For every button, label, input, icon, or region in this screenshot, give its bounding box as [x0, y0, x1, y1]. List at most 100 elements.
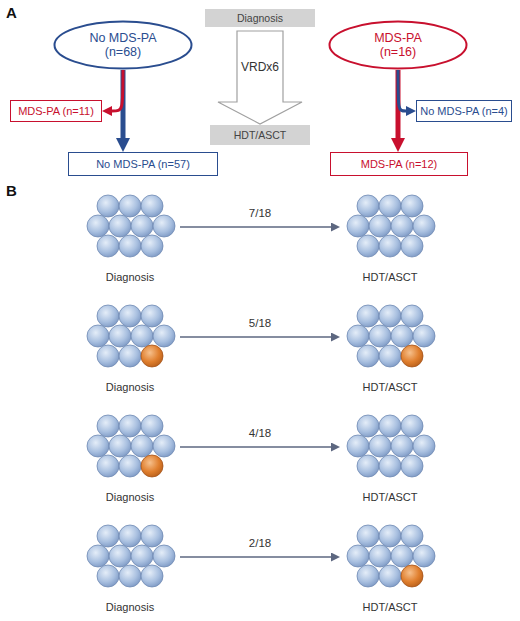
cell-cluster: HDT/ASCT	[340, 412, 440, 504]
cell	[401, 565, 423, 587]
cell	[131, 215, 153, 237]
flow-arrow	[398, 70, 406, 111]
cell	[357, 345, 379, 367]
cell	[357, 305, 379, 327]
cell	[391, 325, 413, 347]
cell-cluster: HDT/ASCT	[340, 522, 440, 614]
cell	[379, 235, 401, 257]
cell	[119, 525, 141, 547]
cell-cluster: Diagnosis	[80, 302, 180, 394]
flow-arrow	[180, 226, 331, 227]
cell	[379, 565, 401, 587]
cell	[401, 305, 423, 327]
cell	[131, 435, 153, 457]
cell-cluster: Diagnosis	[80, 522, 180, 614]
cell	[347, 215, 369, 237]
edge-label: 4/18	[249, 427, 271, 439]
cell	[97, 415, 119, 437]
cell	[109, 215, 131, 237]
cell	[141, 345, 163, 367]
cell	[97, 525, 119, 547]
cell	[153, 435, 175, 457]
node-text: No MDS-PA (n=4)	[420, 105, 508, 118]
panel-letter: A	[6, 4, 17, 21]
stage-label: Diagnosis	[106, 491, 154, 504]
cell	[379, 455, 401, 477]
stage-label: HDT/ASCT	[363, 271, 418, 284]
cell	[357, 455, 379, 477]
cell	[347, 545, 369, 567]
ellipse-shape	[55, 22, 192, 69]
cell	[379, 195, 401, 217]
cell	[141, 305, 163, 327]
cell	[401, 235, 423, 257]
flow-arrow	[112, 70, 123, 111]
cell-illustration	[340, 192, 440, 260]
stage-label: HDT/ASCT	[363, 601, 418, 614]
cell	[141, 235, 163, 257]
cell	[97, 235, 119, 257]
cell	[141, 195, 163, 217]
treatment-arrow	[218, 31, 302, 124]
group-ellipse: MDS-PA (n=16)	[328, 20, 468, 70]
cell	[401, 525, 423, 547]
cell-cluster: HDT/ASCT	[340, 192, 440, 284]
cell	[369, 545, 391, 567]
cell	[379, 305, 401, 327]
cell	[119, 235, 141, 257]
cell-cluster: Diagnosis	[80, 192, 180, 284]
cell	[131, 545, 153, 567]
cell	[97, 345, 119, 367]
cell	[109, 325, 131, 347]
node-text: No MDS-PA (n=68)	[83, 31, 163, 60]
cell	[97, 455, 119, 477]
group-ellipse: No MDS-PA (n=68)	[53, 20, 193, 70]
cell	[357, 235, 379, 257]
node-text: Diagnosis	[237, 12, 283, 24]
cell	[413, 325, 435, 347]
stage-label: Diagnosis	[106, 601, 154, 614]
cell	[391, 435, 413, 457]
cell	[401, 195, 423, 217]
cell	[369, 215, 391, 237]
node-text: MDS-PA (n=16)	[358, 31, 438, 60]
edge-label: VRDx6	[241, 60, 279, 74]
cell	[119, 455, 141, 477]
cell	[153, 215, 175, 237]
cell	[87, 545, 109, 567]
stage-label: HDT/ASCT	[363, 381, 418, 394]
outcome-box: MDS-PA (n=12)	[330, 152, 468, 176]
cell	[347, 435, 369, 457]
cell-illustration	[80, 412, 180, 480]
cell	[97, 565, 119, 587]
cell-illustration	[80, 302, 180, 370]
cell	[109, 545, 131, 567]
cell	[379, 415, 401, 437]
ellipse-shape	[330, 22, 467, 69]
cell	[413, 435, 435, 457]
outcome-box: No MDS-PA (n=4)	[416, 100, 512, 122]
cell-cluster: HDT/ASCT	[340, 302, 440, 394]
cell	[401, 345, 423, 367]
edge-label: 2/18	[249, 537, 271, 549]
cell	[369, 435, 391, 457]
cell	[119, 565, 141, 587]
flow-arrow	[180, 446, 331, 447]
cell	[153, 325, 175, 347]
node-text: MDS-PA (n=11)	[18, 105, 94, 118]
cell	[379, 345, 401, 367]
flow-arrow	[180, 336, 331, 337]
cell	[413, 215, 435, 237]
cell	[391, 545, 413, 567]
cell	[119, 345, 141, 367]
edge-label: 5/18	[249, 317, 271, 329]
stage-label: HDT/ASCT	[363, 491, 418, 504]
outcome-box: MDS-PA (n=11)	[10, 100, 102, 122]
stage-box: Diagnosis	[205, 9, 315, 27]
cell	[357, 525, 379, 547]
cell	[97, 195, 119, 217]
cell-illustration	[80, 192, 180, 260]
cell-illustration	[80, 522, 180, 590]
